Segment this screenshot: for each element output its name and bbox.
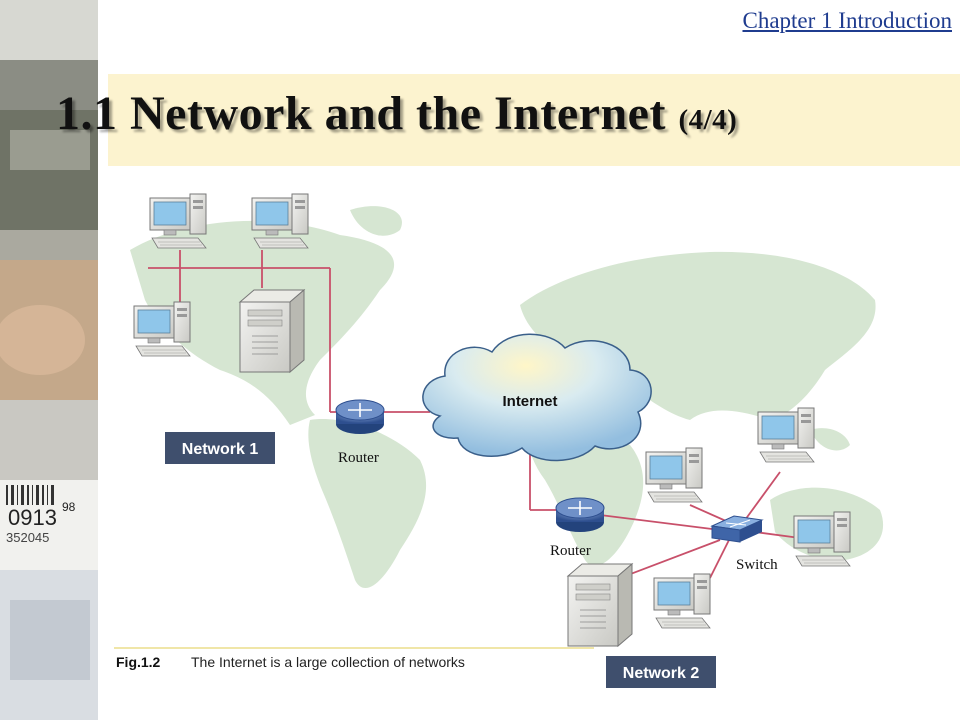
server-icon xyxy=(567,563,633,647)
figure-caption: The Internet is a large collection of ne… xyxy=(191,654,465,670)
slide-title-part: (4/4) xyxy=(678,104,738,136)
computer-icon xyxy=(251,193,309,249)
barcode-digits: 352045 xyxy=(6,530,50,545)
small-number: 98 xyxy=(62,500,76,514)
switch-icon xyxy=(710,515,764,543)
chapter-link[interactable]: Chapter 1 Introduction xyxy=(742,8,952,33)
slide-title-main: 1.1 Network and the Internet xyxy=(56,87,679,140)
decorative-photo-strip: 0913 98 352045 xyxy=(0,0,98,720)
server-icon xyxy=(239,289,305,373)
network-2-label: Network 2 xyxy=(623,665,700,682)
network-1-label: Network 1 xyxy=(182,441,259,458)
internet-label: Internet xyxy=(502,393,557,410)
router-2-label: Router xyxy=(550,543,591,559)
internet-cloud xyxy=(422,333,652,462)
barcode-number: 0913 xyxy=(8,505,57,530)
slide-title: 1.1 Network and the Internet (4/4) xyxy=(56,86,737,141)
computer-icon xyxy=(149,193,207,249)
computer-icon xyxy=(757,407,815,463)
computer-icon xyxy=(793,511,851,567)
figure-number: Fig.1.2 xyxy=(116,654,161,670)
router-icon xyxy=(555,497,605,533)
router-icon xyxy=(335,399,385,435)
title-band xyxy=(108,74,960,166)
network-diagram: Internet Router Router Switch Network 1 … xyxy=(90,180,960,720)
network-1-badge xyxy=(165,432,275,464)
network-2-badge xyxy=(606,656,716,688)
photo-collage xyxy=(0,0,98,720)
computer-icon xyxy=(133,301,191,357)
computer-icon xyxy=(653,573,711,629)
router-1-label: Router xyxy=(338,450,379,466)
switch-label: Switch xyxy=(736,557,778,573)
computer-icon xyxy=(645,447,703,503)
